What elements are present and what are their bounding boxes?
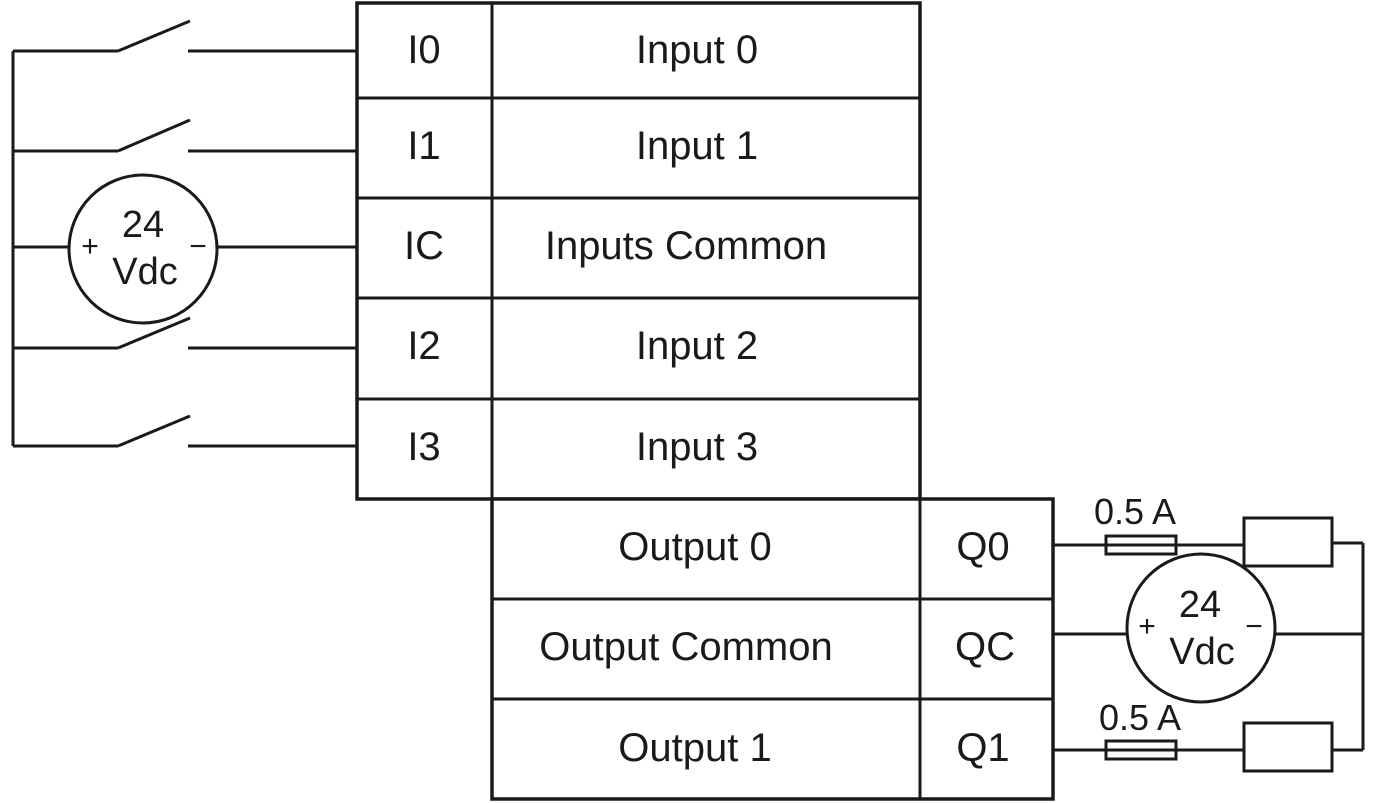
switch-i3: [117, 414, 191, 448]
input-description-2: Input 2: [636, 324, 758, 368]
input-wiring: [11, 19, 357, 448]
input-description-1: Input 1: [636, 124, 758, 168]
switch-i2: [117, 316, 191, 350]
input-supply-circle: [67, 173, 219, 325]
fuse-q0-rating: 0.5 A: [1094, 491, 1176, 532]
input-description-common: Inputs Common: [545, 224, 827, 268]
input-supply-plus: +: [81, 230, 99, 263]
output-description-1: Output 1: [618, 726, 771, 770]
output-description-common: Output Common: [539, 625, 832, 669]
input-supply-value: 24: [122, 204, 164, 246]
input-power-supply: 24 Vdc + −: [67, 173, 219, 325]
terminal-label-qc: QC: [955, 625, 1015, 669]
terminal-label-i1: I1: [407, 124, 440, 168]
output-supply-plus: +: [1138, 610, 1156, 643]
switch-i1: [117, 118, 191, 153]
input-supply-unit: Vdc: [112, 251, 177, 293]
output-supply-value: 24: [1179, 584, 1221, 626]
fuse-q1: 0.5 A: [1099, 697, 1181, 761]
terminal-label-i0: I0: [407, 28, 440, 72]
load-q1: [1242, 721, 1334, 773]
output-terminal-block: Output 0 Output Common Output 1 Q0 QC Q1: [490, 497, 1055, 801]
input-description-3: Input 3: [636, 425, 758, 469]
terminal-label-q0: Q0: [956, 525, 1009, 569]
terminal-label-ic: IC: [404, 224, 444, 268]
output-supply-unit: Vdc: [1169, 631, 1234, 673]
output-power-supply: 24 Vdc + −: [1125, 552, 1277, 704]
terminal-label-i2: I2: [407, 324, 440, 368]
fuse-q1-rating: 0.5 A: [1099, 697, 1181, 738]
terminal-label-i3: I3: [407, 425, 440, 469]
input-terminal-block: I0 I1 IC I2 I3 Input 0 Input 1 Inputs Co…: [355, 1, 922, 501]
output-supply-minus: −: [1245, 610, 1263, 643]
output-supply-circle: [1125, 552, 1277, 704]
output-wiring: [1053, 541, 1365, 752]
terminal-label-q1: Q1: [956, 726, 1009, 770]
load-q0: [1242, 516, 1334, 568]
input-supply-minus: −: [189, 230, 207, 263]
fuse-q0: 0.5 A: [1094, 491, 1178, 556]
input-description-0: Input 0: [636, 28, 758, 72]
output-description-0: Output 0: [618, 525, 771, 569]
switch-i0: [117, 19, 191, 53]
